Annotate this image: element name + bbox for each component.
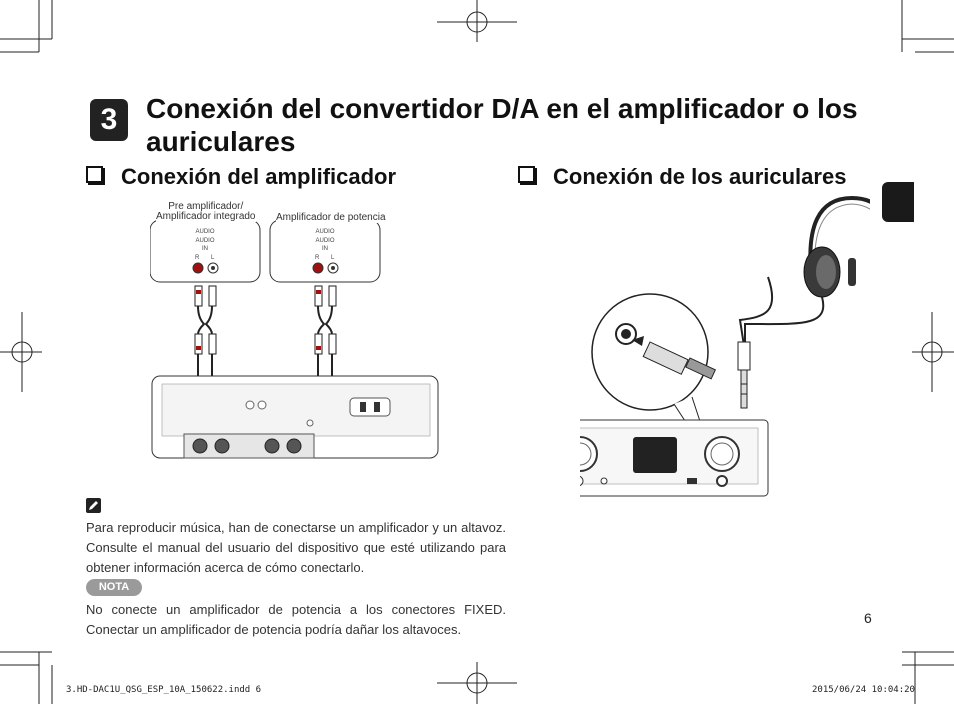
section-heading-amplifier: Conexión del amplificador	[86, 164, 396, 190]
amplifier-diagram-drawing	[150, 219, 439, 459]
amplifier-connection-diagram: Pre amplificador/ Amplificador integrado…	[150, 198, 440, 470]
pencil-note-icon	[86, 498, 101, 513]
section-heading-headphones-text: Conexión de los auriculares	[553, 164, 847, 189]
power-amp-label: Amplificador de potencia	[276, 212, 386, 223]
power-r-text: R	[315, 255, 320, 261]
preamp-audio-text: AUDIO	[195, 238, 215, 244]
step-number-badge: 3	[90, 99, 128, 141]
power-l-text: L	[331, 255, 335, 261]
power-audio-tag: AUDIO	[315, 229, 335, 235]
footer-filename: 3.HD-DAC1U_QSG_ESP_10A_150622.indd 6	[66, 685, 262, 695]
section-heading-headphones: Conexión de los auriculares	[518, 164, 846, 190]
preamp-l-text: L	[211, 255, 215, 261]
preamp-in-text: IN	[202, 246, 208, 252]
power-in-text: IN	[322, 246, 328, 252]
chapter-tab	[882, 182, 914, 222]
headphone-connection-diagram	[738, 276, 774, 353]
page-number: 6	[864, 610, 872, 626]
preamp-audio-tag: AUDIO	[195, 229, 215, 235]
tip-paragraph: Para reproducir música, han de conectars…	[86, 520, 506, 575]
checkbox-bullet-icon	[518, 166, 535, 183]
nota-paragraph: No conecte un amplificador de potencia a…	[86, 602, 506, 637]
power-audio-text: AUDIO	[315, 238, 335, 244]
checkbox-bullet-icon	[86, 166, 103, 183]
preamp-r-text: R	[195, 255, 200, 261]
nota-badge: NOTA	[86, 579, 142, 596]
page-title: Conexión del convertidor D/A en el ampli…	[146, 93, 858, 157]
headphone-drawing	[580, 195, 870, 497]
section-heading-amplifier-text: Conexión del amplificador	[121, 164, 397, 189]
preamp-label: Pre amplificador/ Amplificador integrado	[156, 201, 256, 222]
footer-timestamp: 2015/06/24 10:04:20	[812, 685, 915, 695]
